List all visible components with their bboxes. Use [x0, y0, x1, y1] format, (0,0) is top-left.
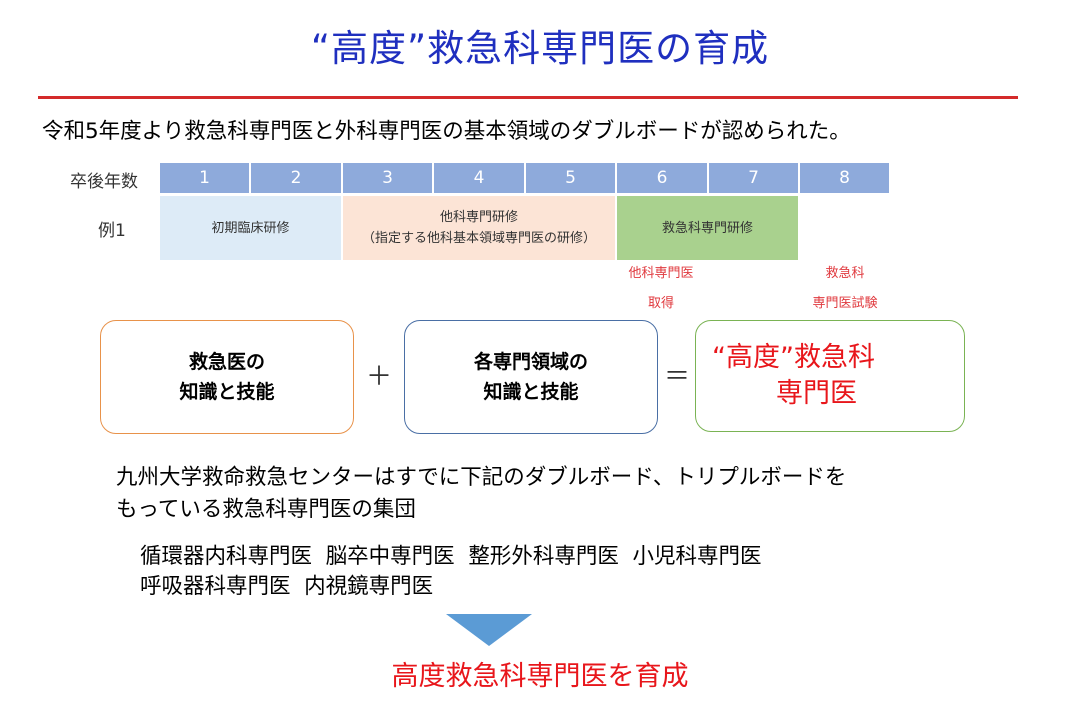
year-cell: 2	[251, 163, 341, 193]
box-line: 専門医	[776, 378, 857, 409]
title-underline	[38, 96, 1018, 99]
box-line: 知識と技能	[483, 381, 579, 403]
specialty-list: 循環器内科専門医 脳卒中専門医 整形外科専門医 小児科専門医 呼吸器科専門医 内…	[140, 542, 762, 602]
down-arrow-shape	[446, 614, 532, 646]
note-other-specialty: 他科専門医 取得	[600, 259, 722, 319]
group-line: もっている救急科専門医の集団	[116, 497, 416, 522]
box-line: 救急医の	[188, 351, 265, 373]
specialty-line: 循環器内科専門医 脳卒中専門医 整形外科専門医 小児科専門医	[140, 544, 762, 569]
group-line: 九州大学救命救急センターはすでに下記のダブルボード、トリプルボードを	[116, 465, 847, 490]
example-row-label: 例1	[98, 221, 126, 241]
plus-sign: ＋	[366, 362, 393, 392]
box-advanced-specialist: “高度”救急科 専門医	[695, 320, 965, 432]
group-description: 九州大学救命救急センターはすでに下記のダブルボード、トリプルボードを もっている…	[116, 462, 846, 526]
note-line: 取得	[647, 296, 674, 311]
phase-label: 他科専門研修	[439, 210, 518, 225]
years-row-label: 卒後年数	[70, 172, 138, 192]
phase-sublabel: （指定する他科基本領域専門医の研修）	[361, 231, 596, 246]
box-specialty-knowledge: 各専門領域の 知識と技能	[404, 320, 658, 434]
final-statement: 高度救急科専門医を育成	[391, 661, 689, 692]
year-cell: 3	[343, 163, 432, 193]
intro-text: 令和5年度より救急科専門医と外科専門医の基本領域のダブルボードが認められた。	[42, 119, 851, 144]
year-cell: 5	[526, 163, 615, 193]
year-cell: 8	[800, 163, 889, 193]
phase-label: 救急科専門研修	[661, 220, 753, 236]
year-cell: 7	[709, 163, 798, 193]
equals-sign: ＝	[664, 362, 691, 392]
box-line: 知識と技能	[179, 381, 275, 403]
specialty-line: 呼吸器科専門医 内視鏡専門医	[140, 574, 434, 599]
note-emergency-exam: 救急科 専門医試験	[784, 259, 906, 319]
phase-label: 初期臨床研修	[211, 220, 290, 236]
box-line: 各専門領域の	[473, 351, 588, 373]
phase-emergency-training: 救急科専門研修	[617, 196, 798, 260]
down-arrow-icon	[446, 614, 532, 646]
phase-initial-training: 初期臨床研修	[160, 196, 341, 260]
year-cell: 1	[160, 163, 249, 193]
note-line: 救急科	[825, 266, 865, 281]
box-line: “高度”救急科	[712, 342, 875, 373]
year-cell: 4	[434, 163, 524, 193]
note-line: 専門医試験	[812, 296, 878, 311]
note-line: 他科専門医	[628, 266, 694, 281]
page-title: “高度”救急科専門医の育成	[310, 27, 770, 70]
box-emergency-knowledge: 救急医の 知識と技能	[100, 320, 354, 434]
year-cell: 6	[617, 163, 707, 193]
phase-other-specialty-training: 他科専門研修 （指定する他科基本領域専門医の研修）	[343, 196, 615, 260]
